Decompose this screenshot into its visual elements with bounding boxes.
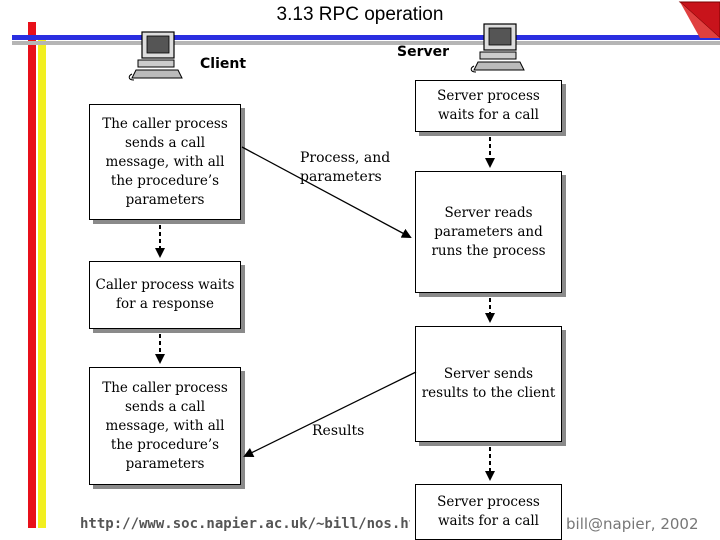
server-sends-box: Server sends results to the client — [415, 326, 562, 442]
server-reads-box: Server reads parameters and runs the pro… — [415, 171, 562, 293]
results-arrow — [243, 371, 417, 457]
server-reads-text: Server reads parameters and runs the pro… — [431, 204, 546, 259]
results-arrow-label: Results — [312, 423, 365, 439]
yellow-vertical-bar — [38, 38, 46, 528]
client-send-text-1: The caller process sends a call message,… — [102, 115, 228, 208]
client-send-box-2: The caller process sends a call message,… — [89, 367, 241, 485]
server-sends-text: Server sends results to the client — [421, 366, 556, 401]
gray-horizontal-bar — [12, 41, 720, 45]
client-wait-box: Caller process waits for a response — [89, 261, 241, 329]
client-send-text-2: The caller process sends a call message,… — [102, 379, 228, 472]
server-wait-text-2: Server process waits for a call — [437, 494, 540, 529]
computer-icon — [470, 23, 525, 73]
page-title: 3.13 RPC operation — [276, 4, 444, 25]
client-send-box-1: The caller process sends a call message,… — [89, 104, 241, 220]
client-label: Client — [200, 56, 247, 72]
server-wait-text-1: Server process waits for a call — [437, 88, 540, 123]
red-vertical-bar — [28, 22, 36, 528]
request-arrow-label: Process, and parameters — [300, 150, 391, 185]
footer-credit: bill@napier, 2002 — [566, 515, 699, 533]
blue-horizontal-bar — [12, 35, 720, 40]
server-label: Server — [397, 44, 450, 60]
server-wait-box-2: Server process waits for a call — [415, 484, 562, 540]
server-wait-box-1: Server process waits for a call — [415, 80, 562, 132]
client-wait-text: Caller process waits for a response — [95, 277, 235, 312]
computer-icon — [128, 31, 183, 81]
footer-url: http://www.soc.napier.ac.uk/~bill/nos.ht… — [80, 516, 410, 532]
